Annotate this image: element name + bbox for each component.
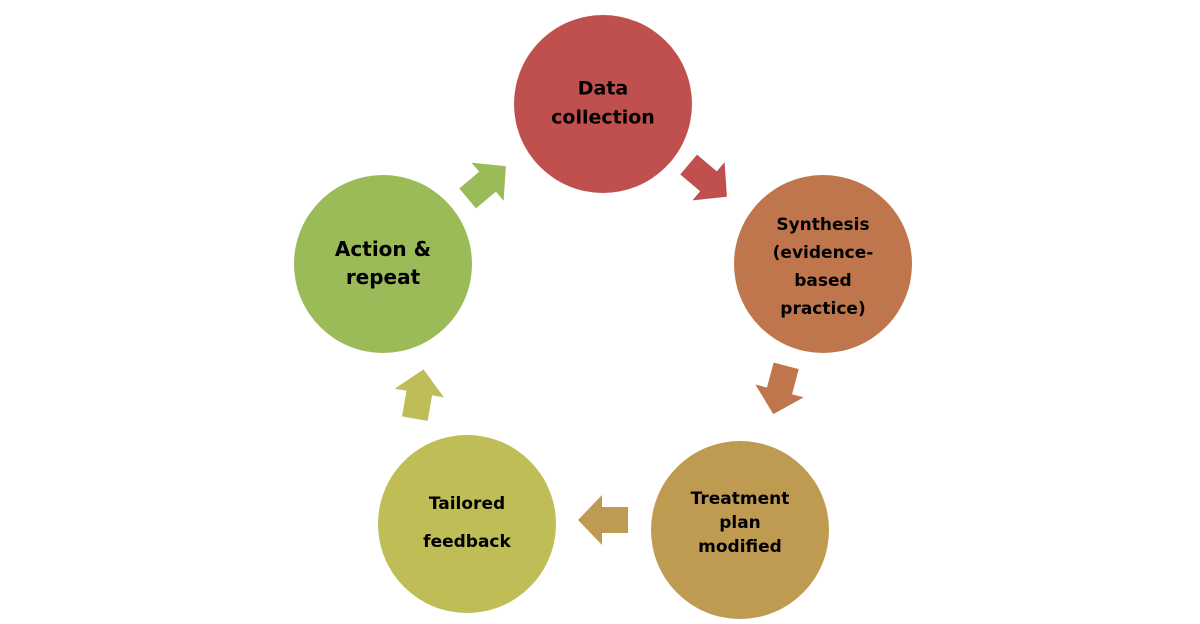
node-label-line: collection xyxy=(551,107,655,129)
node-label-line: Tailored xyxy=(429,494,505,514)
arrow-synthesis-to-treatment-plan-modified-icon xyxy=(755,362,804,415)
arrow-tailored-feedback-to-action-repeat-icon xyxy=(394,369,444,421)
node-label-line: Treatment xyxy=(691,489,790,509)
arrow-treatment-plan-modified-to-tailored-feedback-icon xyxy=(578,495,628,545)
node-label-line: Action & xyxy=(335,237,431,261)
node-label-line: Synthesis xyxy=(776,215,869,235)
arrow-data-collection-to-synthesis-icon xyxy=(680,154,727,201)
node-circle xyxy=(378,435,556,613)
node-action-repeat: Action & repeat xyxy=(294,175,472,353)
node-synthesis: Synthesis (evidence-based practice) xyxy=(734,175,912,353)
node-label-line: plan xyxy=(719,513,761,533)
node-label-line: modified xyxy=(698,537,782,557)
node-label-line: (evidence- xyxy=(773,243,874,263)
node-circle xyxy=(514,15,692,193)
arrow-action-repeat-to-data-collection-icon xyxy=(459,162,506,209)
arrows-layer xyxy=(394,154,804,545)
node-circle xyxy=(294,175,472,353)
node-label-line: Data xyxy=(578,78,629,100)
node-circle xyxy=(734,175,912,353)
node-tailored-feedback: Tailored feedback xyxy=(378,435,556,613)
node-data-collection: Data collection xyxy=(514,15,692,193)
node-treatment-plan-modified: Treatment plan modified xyxy=(651,441,829,619)
node-circle xyxy=(651,441,829,619)
node-label-line: based xyxy=(794,271,851,291)
node-label-line: feedback xyxy=(423,532,511,552)
node-label-line: practice) xyxy=(780,299,865,319)
node-label-line: repeat xyxy=(346,265,421,289)
